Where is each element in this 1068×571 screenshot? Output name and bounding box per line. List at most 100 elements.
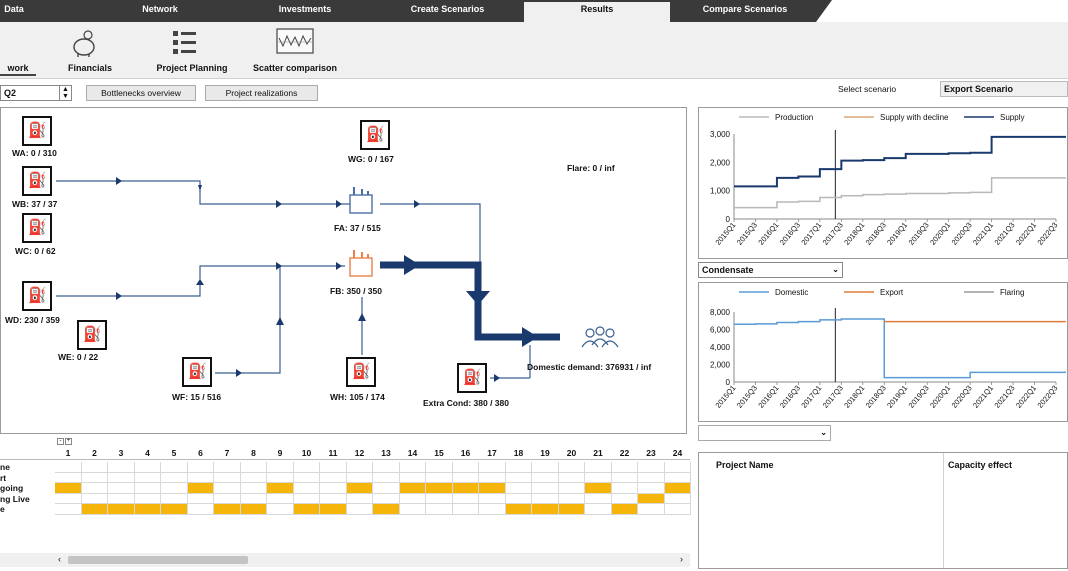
scrollbar-thumb[interactable] — [68, 556, 248, 564]
gantt-cell[interactable] — [108, 472, 135, 483]
gantt-cell[interactable] — [664, 504, 691, 515]
gantt-cell[interactable] — [452, 472, 479, 483]
gantt-cell[interactable] — [638, 472, 665, 483]
gantt-cell[interactable] — [134, 472, 161, 483]
gantt-cell[interactable] — [55, 462, 82, 473]
filter-select[interactable]: ⌄ — [698, 425, 831, 441]
gantt-cell[interactable] — [55, 504, 82, 515]
gantt-cell[interactable] — [505, 472, 532, 483]
gantt-cell[interactable] — [638, 462, 665, 473]
well-node-wd[interactable]: ⛽ — [22, 281, 52, 311]
gantt-cell[interactable] — [161, 462, 188, 473]
gantt-cell[interactable] — [452, 483, 479, 494]
gantt-cell[interactable] — [267, 493, 294, 504]
gantt-cell[interactable] — [426, 472, 453, 483]
gantt-cell[interactable] — [479, 462, 506, 473]
tab-compare-scenarios[interactable]: Compare Scenarios — [702, 4, 788, 14]
gantt-cell[interactable] — [638, 483, 665, 494]
list-icon[interactable] — [172, 29, 198, 57]
gantt-cell[interactable] — [426, 462, 453, 473]
expand-icon[interactable]: + — [65, 438, 72, 445]
gantt-cell[interactable] — [532, 472, 559, 483]
gantt-cell[interactable] — [611, 493, 638, 504]
gantt-cell[interactable] — [638, 493, 665, 504]
well-node-wb[interactable]: ⛽ — [22, 166, 52, 196]
gantt-cell[interactable] — [320, 472, 347, 483]
gantt-cell[interactable] — [452, 462, 479, 473]
gantt-cell[interactable] — [532, 504, 559, 515]
scatter-chart-icon[interactable] — [276, 28, 314, 56]
gantt-cell[interactable] — [55, 483, 82, 494]
gantt-cell[interactable] — [187, 462, 214, 473]
gantt-cell[interactable] — [293, 504, 320, 515]
gantt-cell[interactable] — [346, 504, 373, 515]
gantt-cell[interactable] — [558, 462, 585, 473]
gantt-cell[interactable] — [373, 504, 400, 515]
gantt-cell[interactable] — [293, 472, 320, 483]
gantt-cell[interactable] — [399, 483, 426, 494]
well-node-wf[interactable]: ⛽ — [182, 357, 212, 387]
gantt-cell[interactable] — [558, 472, 585, 483]
gantt-cell[interactable] — [81, 493, 108, 504]
gantt-cell[interactable] — [452, 504, 479, 515]
gantt-cell[interactable] — [399, 462, 426, 473]
gantt-cell[interactable] — [373, 462, 400, 473]
gantt-cell[interactable] — [81, 483, 108, 494]
gantt-cell[interactable] — [267, 462, 294, 473]
gantt-cell[interactable] — [240, 504, 267, 515]
gantt-cell[interactable] — [664, 493, 691, 504]
gantt-cell[interactable] — [134, 504, 161, 515]
gantt-cell[interactable] — [611, 462, 638, 473]
gantt-cell[interactable] — [108, 483, 135, 494]
gantt-cell[interactable] — [214, 472, 241, 483]
gantt-cell[interactable] — [611, 472, 638, 483]
gantt-cell[interactable] — [479, 483, 506, 494]
gantt-cell[interactable] — [532, 462, 559, 473]
gantt-cell[interactable] — [426, 483, 453, 494]
gantt-cell[interactable] — [320, 504, 347, 515]
well-node-wg[interactable]: ⛽ — [360, 120, 390, 150]
collapse-icon[interactable]: - — [57, 438, 64, 445]
gantt-cell[interactable] — [134, 462, 161, 473]
gantt-cell[interactable] — [611, 504, 638, 515]
scroll-right-icon[interactable]: › — [680, 554, 683, 564]
gantt-cell[interactable] — [505, 483, 532, 494]
horizontal-scrollbar[interactable]: ‹ › — [0, 553, 690, 567]
gantt-cell[interactable] — [373, 483, 400, 494]
gantt-cell[interactable] — [267, 483, 294, 494]
ribbon-item-network[interactable]: work — [0, 63, 36, 76]
gantt-cell[interactable] — [55, 472, 82, 483]
tab-investments[interactable]: Investments — [278, 4, 332, 14]
gantt-cell[interactable] — [108, 504, 135, 515]
tab-results[interactable]: Results — [580, 4, 614, 14]
gantt-cell[interactable] — [320, 493, 347, 504]
gantt-cell[interactable] — [320, 462, 347, 473]
gantt-cell[interactable] — [505, 462, 532, 473]
gantt-cell[interactable] — [240, 472, 267, 483]
gantt-cell[interactable] — [426, 493, 453, 504]
gantt-cell[interactable] — [187, 472, 214, 483]
gantt-cell[interactable] — [346, 472, 373, 483]
gantt-cell[interactable] — [108, 462, 135, 473]
gantt-cell[interactable] — [505, 504, 532, 515]
gantt-cell[interactable] — [346, 483, 373, 494]
gantt-cell[interactable] — [585, 504, 612, 515]
gantt-cell[interactable] — [240, 483, 267, 494]
gantt-cell[interactable] — [267, 504, 294, 515]
spin-arrows-icon[interactable]: ▲▼ — [59, 86, 71, 100]
gantt-cell[interactable] — [267, 472, 294, 483]
tab-network[interactable]: Network — [142, 4, 178, 14]
gantt-cell[interactable] — [81, 472, 108, 483]
gantt-cell[interactable] — [161, 493, 188, 504]
gantt-cell[interactable] — [240, 462, 267, 473]
gantt-cell[interactable] — [479, 472, 506, 483]
gantt-cell[interactable] — [161, 483, 188, 494]
gantt-cell[interactable] — [293, 483, 320, 494]
gantt-cell[interactable] — [346, 462, 373, 473]
scroll-left-icon[interactable]: ‹ — [58, 554, 61, 564]
tab-data[interactable]: Data — [4, 4, 24, 14]
well-node-wa[interactable]: ⛽ — [22, 116, 52, 146]
gantt-cell[interactable] — [532, 483, 559, 494]
gantt-cell[interactable] — [585, 472, 612, 483]
gantt-cell[interactable] — [611, 483, 638, 494]
